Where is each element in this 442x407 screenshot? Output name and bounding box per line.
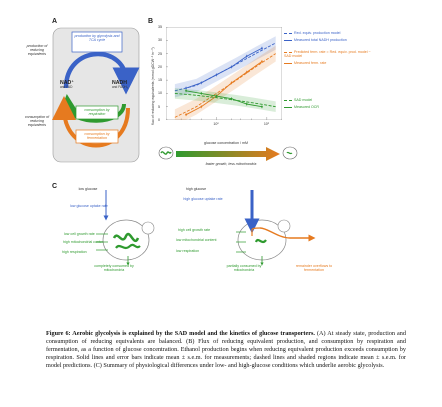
- legend-entry: Measured OCR: [284, 105, 319, 109]
- point-measured-ferm-rate-1: [200, 105, 203, 108]
- point-measured-total-nadh-production-2: [215, 73, 218, 76]
- nad-sub-text: and FAD: [60, 85, 73, 89]
- high-mito-label: high mitochondrial content: [63, 240, 105, 244]
- point-measured-total-nadh-production-4: [245, 55, 248, 58]
- y-tick-label: 0: [158, 118, 160, 122]
- completely-consumed-label: completely consumed by mitochondria: [94, 264, 134, 273]
- point-measured-ocr-3: [230, 97, 233, 100]
- legend-entry: Predicted ferm. rate = Red. equiv. prod.…: [284, 50, 374, 58]
- legend-swatch: [284, 39, 292, 41]
- point-measured-ocr-4: [245, 103, 248, 105]
- point-measured-ocr-1: [200, 92, 203, 95]
- partially-consumed-label: partially consumed by mitochondria: [226, 264, 262, 273]
- respiration-box-label: consumption by respiration: [84, 108, 110, 117]
- high-resp-label: high respiration: [62, 250, 87, 254]
- legend-entry: Measured total NADH production: [284, 38, 347, 42]
- faster-growth-label: faster growth, less mitochondria: [205, 162, 257, 166]
- flux-chart: [166, 27, 282, 120]
- fermentation-box-label: consumption by fermentation: [84, 132, 110, 141]
- panel-c-letter: C: [52, 183, 58, 190]
- low-growth-label: low cell growth rate: [64, 232, 95, 236]
- point-measured-total-nadh-production-5: [261, 47, 263, 50]
- line-measured-total-nadh-production: [185, 47, 263, 89]
- legend-text: Red. equiv. production model: [294, 31, 341, 35]
- plot-frame: [166, 27, 282, 120]
- point-measured-total-nadh-production-3: [230, 65, 233, 68]
- glucose-gradient-arrow: [176, 147, 280, 161]
- band-predicted-ferm-rate: [174, 45, 276, 120]
- point-measured-total-nadh-production-0: [185, 87, 187, 90]
- caption-lead: Figure 6: Aerobic glycolysis is explaine…: [46, 330, 315, 337]
- mito-cell-icon-right: [282, 146, 298, 160]
- production-box-label: production by glycolysis and TCA cycle: [74, 34, 120, 43]
- legend-text: Measured ferm. rate: [294, 61, 327, 65]
- line-measured-ferm-rate: [185, 61, 263, 116]
- low-resp-label: low respiration: [176, 249, 200, 253]
- legend-swatch: [284, 106, 292, 108]
- low-glucose-title: low glucose: [78, 187, 98, 191]
- legend-text: Predicted ferm. rate = Red. equiv. prod.…: [284, 50, 371, 58]
- x-axis-label: glucose concentration / mM: [204, 141, 248, 145]
- high-glucose-cell: [236, 190, 316, 266]
- x-tick-label: 10⁰: [213, 122, 219, 126]
- y-tick-label: 25: [158, 51, 162, 56]
- figure-caption: Figure 6: Aerobic glycolysis is explaine…: [46, 330, 406, 370]
- nad-label: NAD⁺ and FAD: [60, 80, 74, 90]
- legend-swatch: [284, 51, 292, 53]
- point-measured-ferm-rate-4: [245, 71, 248, 74]
- production-label: production of reducing equivalents: [26, 44, 48, 57]
- legend-text: SAD model: [294, 98, 313, 102]
- band-red-equiv-production-model: [174, 36, 276, 98]
- point-measured-ocr-5: [261, 105, 263, 108]
- high-uptake-label: high glucose uptake rate: [183, 197, 223, 201]
- point-measured-ocr-2: [215, 95, 218, 97]
- legend-swatch: [284, 32, 292, 34]
- caption-body: (A) At steady state, production and cons…: [46, 330, 406, 370]
- band-sad-model: [174, 88, 276, 113]
- legend-text: Measured total NADH production: [294, 38, 347, 42]
- point-measured-ferm-rate-5: [261, 60, 263, 63]
- y-tick-label: 20: [158, 64, 162, 69]
- nadh-label: NADH and FADH₂: [112, 80, 128, 90]
- legend-entry: Red. equiv. production model: [284, 31, 340, 35]
- panel-a-diagram: [52, 27, 140, 163]
- nadh-sub-text: and FADH₂: [112, 85, 128, 89]
- x-tick-label: 10¹: [263, 122, 270, 126]
- point-measured-ferm-rate-0: [185, 113, 187, 116]
- legend-entry: Measured ferm. rate: [284, 61, 326, 65]
- nadh-text: NADH: [112, 80, 127, 86]
- legend-entry: SAD model: [284, 98, 312, 102]
- y-tick-label: 5: [158, 104, 160, 109]
- low-uptake-label: low glucose uptake rate: [70, 204, 108, 208]
- point-measured-ferm-rate-3: [230, 81, 233, 84]
- consumption-label: consumption of reducing equivalents: [24, 115, 50, 128]
- y-tick-label: 35: [158, 25, 162, 29]
- legend-swatch: [284, 62, 292, 64]
- y-tick-label: 15: [158, 78, 162, 83]
- low-glucose-cell: [96, 190, 155, 266]
- line-measured-ocr: [185, 90, 263, 108]
- high-glucose-title: high glucose: [185, 187, 207, 191]
- mito-cell-icon-left: [158, 146, 174, 160]
- panel-a-letter: A: [52, 18, 58, 25]
- legend-text: Measured OCR: [294, 105, 319, 109]
- y-tick-label: 10: [158, 91, 162, 96]
- point-measured-total-nadh-production-1: [200, 81, 203, 84]
- low-mito-label: low mitochondrial content: [176, 238, 217, 242]
- legend-swatch: [284, 99, 292, 101]
- y-tick-label: 30: [158, 38, 162, 43]
- overflow-label: remainder overflows to fermentation: [295, 264, 333, 273]
- point-measured-ocr-0: [185, 89, 187, 92]
- high-growth-label: high cell growth rate: [178, 228, 211, 232]
- panel-b-letter: B: [148, 18, 154, 25]
- y-axis-label: flux of reducing equivalents (mmol gDCW⁻…: [150, 47, 155, 125]
- nad-text: NAD⁺: [60, 80, 74, 86]
- line-sad-model: [174, 92, 276, 108]
